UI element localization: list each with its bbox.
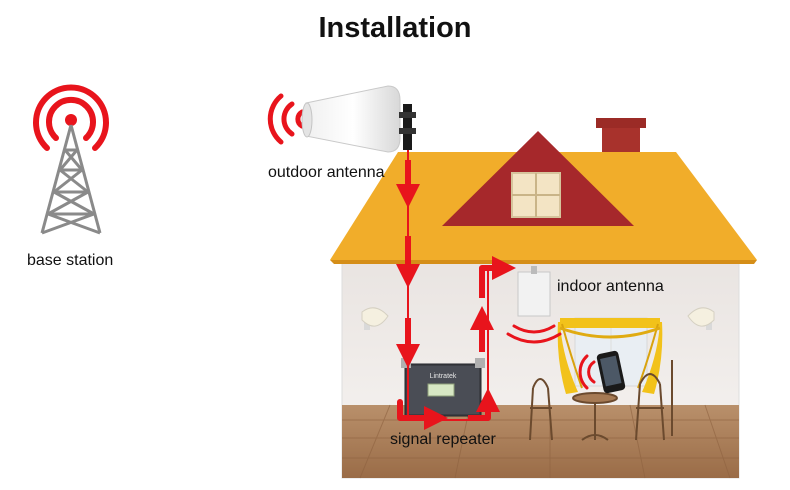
mobile-phone-icon — [578, 350, 626, 394]
outdoor-antenna-icon — [267, 85, 416, 153]
base-station-tower-icon — [33, 84, 109, 235]
page-title: Installation — [318, 12, 472, 44]
wall-lamp-left-icon — [361, 307, 389, 330]
label-indoor-antenna: indoor antenna — [557, 278, 664, 295]
signal-cable-path — [396, 150, 516, 430]
label-outdoor-antenna: outdoor antenna — [268, 164, 385, 181]
indoor-antenna-icon — [506, 266, 562, 344]
repeater-brand: Lintratek — [430, 373, 457, 380]
label-base-station: base station — [27, 252, 114, 269]
label-signal-repeater: signal repeater — [390, 431, 496, 448]
outdoor-signal-waves — [267, 93, 305, 145]
wall-lamp-right-icon — [687, 307, 715, 330]
table-and-chairs — [529, 360, 673, 441]
signal-repeater-icon: Lintratek — [401, 358, 485, 417]
base-station-signal-waves — [33, 84, 109, 151]
indoor-signal-waves — [506, 324, 562, 344]
